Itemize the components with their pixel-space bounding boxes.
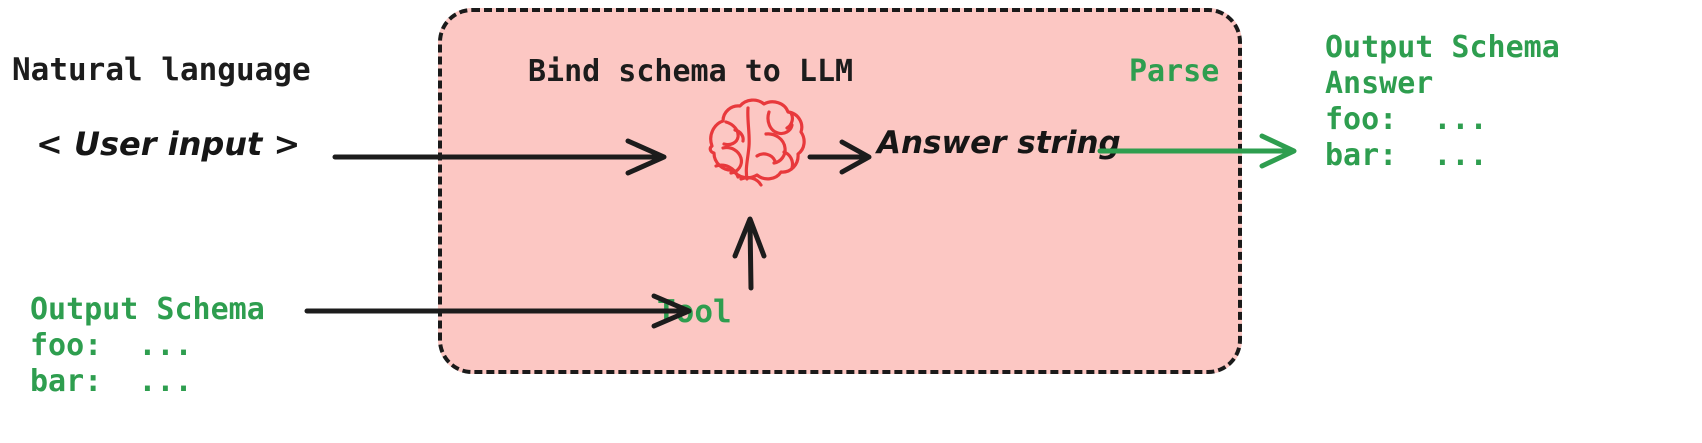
arrow-answer-string-to-output-schema <box>1097 133 1297 169</box>
arrow-llm-to-answer-string <box>807 139 872 175</box>
brain-icon <box>708 98 806 187</box>
natural-language-heading: Natural language <box>12 52 311 88</box>
input-schema-line-bar: bar: ... <box>30 364 193 399</box>
output-schema-block: Output Schema Answer foo: ... bar: ... <box>1325 30 1560 174</box>
parse-label: Parse <box>1129 54 1220 89</box>
bind-schema-to-llm-label: Bind schema to LLM <box>528 54 854 89</box>
output-schema-line-bar: bar: ... <box>1325 138 1488 173</box>
input-schema-line-foo: foo: ... <box>30 328 193 363</box>
user-input-text: < User input > <box>36 125 301 163</box>
answer-string-label: Answer string <box>877 125 1121 161</box>
input-output-schema-block: Output Schema foo: ... bar: ... <box>30 292 265 400</box>
arrow-schema-to-tool <box>304 293 692 329</box>
arrow-tool-to-llm <box>732 216 767 291</box>
arrow-user-input-to-llm <box>332 138 667 176</box>
input-schema-line-title: Output Schema <box>30 292 265 327</box>
output-schema-line-answer: Answer <box>1325 66 1434 101</box>
output-schema-line-title: Output Schema <box>1325 30 1560 65</box>
output-schema-line-foo: foo: ... <box>1325 102 1488 137</box>
